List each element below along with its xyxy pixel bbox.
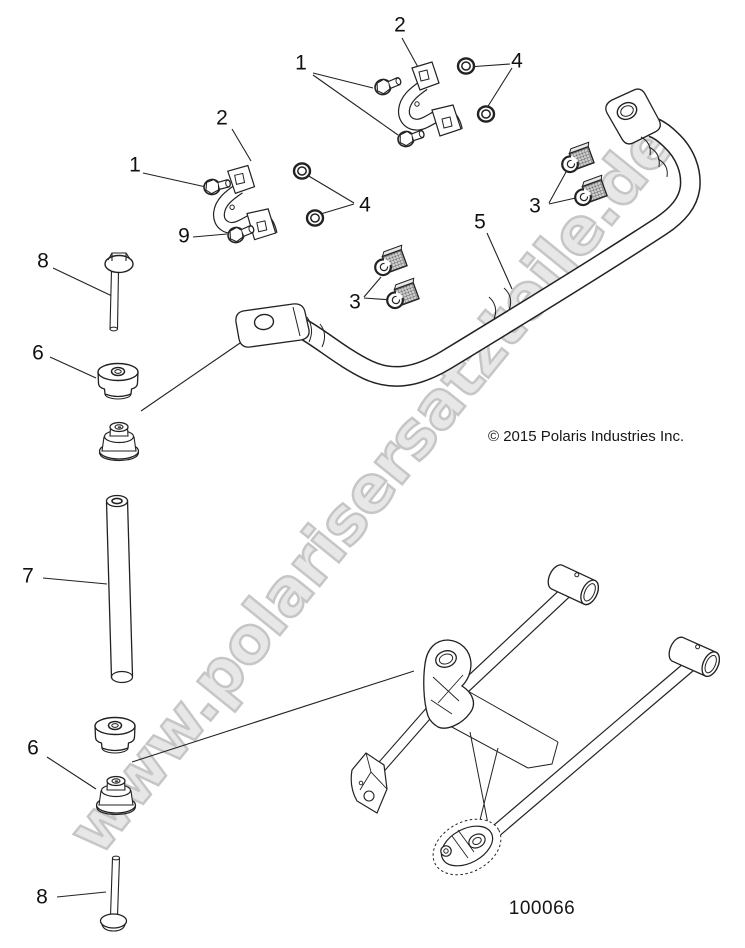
callout-7: 7 [22,564,34,588]
nut-4a [456,57,476,75]
sway-bar-clamp-top [398,61,463,137]
bolt-1b [395,126,427,150]
callout-3-mid: 3 [349,290,361,314]
callout-2-left: 2 [216,106,228,130]
sway-bar-drawing [235,88,701,387]
bushing-3c [373,244,410,277]
nut-4c [292,162,312,180]
bushing-3b [573,174,610,207]
callout-4-top: 4 [511,49,523,73]
bolt-1a [372,73,404,98]
bolt-8-bottom [99,855,128,932]
copyright-text: © 2015 Polaris Industries Inc. [488,428,685,445]
bushing-3d [385,277,422,310]
callout-5: 5 [474,210,486,234]
leader-lines [42,37,581,898]
callout-4-mid: 4 [359,193,371,217]
bushing-6d [95,775,137,816]
callout-1-left: 1 [129,153,141,177]
bushing-6a [97,362,139,400]
callout-1-top: 1 [295,51,307,75]
callout-3-right: 3 [529,194,541,218]
bushing-6c [94,716,136,754]
callout-8-bottom: 8 [36,885,48,909]
bushing-6b [98,421,140,462]
bushing-3a [560,141,597,174]
control-arm-bottom-mount [432,818,502,876]
nut-4d [305,209,325,227]
diagram-part-number: 100066 [508,898,576,919]
callout-8-top: 8 [37,249,49,273]
spacer-tube-7 [105,494,134,684]
bolt-8-top [104,252,134,332]
callout-2-top: 2 [394,13,406,37]
callout-9: 9 [178,224,190,248]
sway-bar-clamp-left [213,164,278,241]
callout-6-bottom: 6 [27,736,39,760]
callout-6-top: 6 [32,341,44,365]
nut-4b [476,105,496,123]
control-arm-drawing [350,561,724,876]
